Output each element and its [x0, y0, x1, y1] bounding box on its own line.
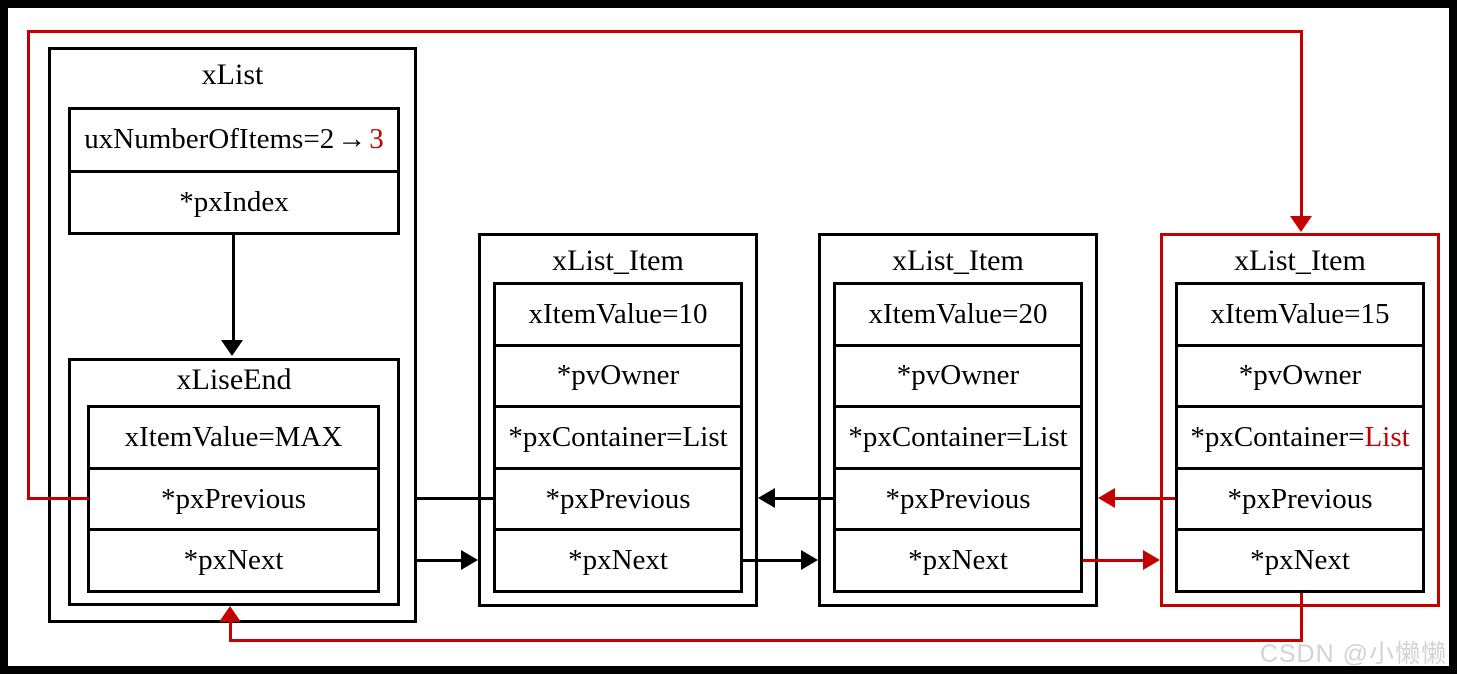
px-container-value: List	[1022, 420, 1068, 453]
field-px-previous: *pxPrevious	[496, 466, 740, 529]
red-path-top-horizontal	[27, 30, 1303, 33]
field-pv-owner: *pvOwner	[496, 343, 740, 406]
xlistend-pxnext-arrow-line	[417, 559, 462, 562]
red-return-up-vertical	[229, 620, 232, 642]
field-px-previous: *pxPrevious	[90, 466, 377, 529]
field-pv-owner: *pvOwner	[836, 343, 1080, 406]
xlistend-box: xLiseEnd xItemValue=MAX *pxPrevious *pxN…	[68, 358, 400, 606]
red-path-right-vertical	[1300, 30, 1303, 217]
xlist-item-box-3-new: xList_Item xItemValue=15 *pvOwner *pxCon…	[1160, 233, 1440, 607]
xlist-title: xList	[201, 58, 264, 91]
xlistend-title: xLiseEnd	[176, 363, 292, 396]
newitem-pxprevious-arrowhead-icon	[1098, 488, 1115, 508]
xlist-item-title: xList_Item	[552, 244, 684, 277]
item2-pxprevious-arrowhead-icon	[758, 488, 775, 508]
watermark-text: CSDN @小懒懒	[1259, 640, 1447, 668]
xlist-item-fields: xItemValue=20 *pvOwner *pxContainer= Lis…	[833, 282, 1083, 593]
item2-pxnext-arrowhead-icon	[1143, 550, 1160, 570]
xlist-fields: uxNumberOfItems=2 → 3 *pxIndex	[68, 107, 400, 235]
pxindex-arrow-line	[232, 235, 235, 341]
xlistend-fields: xItemValue=MAX *pxPrevious *pxNext	[87, 405, 380, 593]
item2-pxprevious-arrow-line	[774, 497, 833, 500]
px-container-prefix: *pxContainer=	[848, 420, 1023, 453]
red-path-down-arrowhead-icon	[1290, 216, 1312, 232]
px-container-value: List	[682, 420, 728, 453]
xlist-item-title: xList_Item	[1234, 244, 1366, 277]
field-px-container: *pxContainer= List	[496, 405, 740, 467]
xlist-item-fields: xItemValue=10 *pvOwner *pxContainer= Lis…	[493, 282, 743, 593]
item2-pxnext-arrow-line	[1083, 559, 1144, 562]
field-item-value: xItemValue=10	[528, 297, 708, 330]
field-px-previous: *pxPrevious	[1178, 466, 1422, 529]
field-item-value-max: xItemValue=MAX	[124, 420, 343, 453]
red-return-up-arrowhead-icon	[219, 606, 241, 622]
xlist-box: xList uxNumberOfItems=2 → 3 *pxIndex xLi…	[48, 47, 417, 623]
px-container-prefix: *pxContainer=	[508, 420, 683, 453]
field-px-next: *pxNext	[90, 528, 377, 590]
field-px-next: *pxNext	[1178, 528, 1422, 590]
field-px-next: *pxNext	[836, 528, 1080, 590]
value-change-arrow-icon: →	[337, 123, 367, 156]
item1-pxnext-arrowhead-icon	[801, 550, 818, 570]
field-pv-owner: *pvOwner	[1178, 343, 1422, 406]
field-px-previous: *pxPrevious	[836, 466, 1080, 529]
xlist-item-title: xList_Item	[892, 244, 1024, 277]
xlistend-pxnext-arrowhead-icon	[461, 550, 478, 570]
ux-number-of-items-label: uxNumberOfItems=2	[84, 123, 335, 156]
field-px-index: *pxIndex	[71, 169, 397, 233]
field-px-container: *pxContainer= List	[1178, 405, 1422, 467]
field-item-value: xItemValue=15	[1210, 297, 1390, 330]
red-path-pxprevious-stub	[27, 497, 89, 500]
field-px-container: *pxContainer= List	[836, 405, 1080, 467]
field-ux-number-of-items: uxNumberOfItems=2 → 3	[71, 110, 397, 170]
field-px-next: *pxNext	[496, 528, 740, 590]
item1-pxnext-arrow-line	[743, 559, 803, 562]
newitem-pxprevious-arrow-line	[1114, 497, 1175, 500]
red-return-item-vertical	[1300, 593, 1303, 642]
xlist-item-box-2: xList_Item xItemValue=20 *pvOwner *pxCon…	[818, 233, 1098, 607]
red-path-left-vertical	[27, 30, 30, 500]
px-container-value: List	[1364, 420, 1410, 453]
xlist-item-box-1: xList_Item xItemValue=10 *pvOwner *pxCon…	[478, 233, 758, 607]
xlist-item-fields: xItemValue=15 *pvOwner *pxContainer= Lis…	[1175, 282, 1425, 593]
red-return-bottom-horizontal	[229, 639, 1303, 642]
px-container-prefix: *pxContainer=	[1190, 420, 1365, 453]
item1-pxprevious-line	[417, 497, 493, 500]
field-item-value: xItemValue=20	[868, 297, 1048, 330]
ux-number-of-items-new-value: 3	[369, 123, 384, 156]
pxindex-arrowhead-icon	[221, 340, 243, 356]
